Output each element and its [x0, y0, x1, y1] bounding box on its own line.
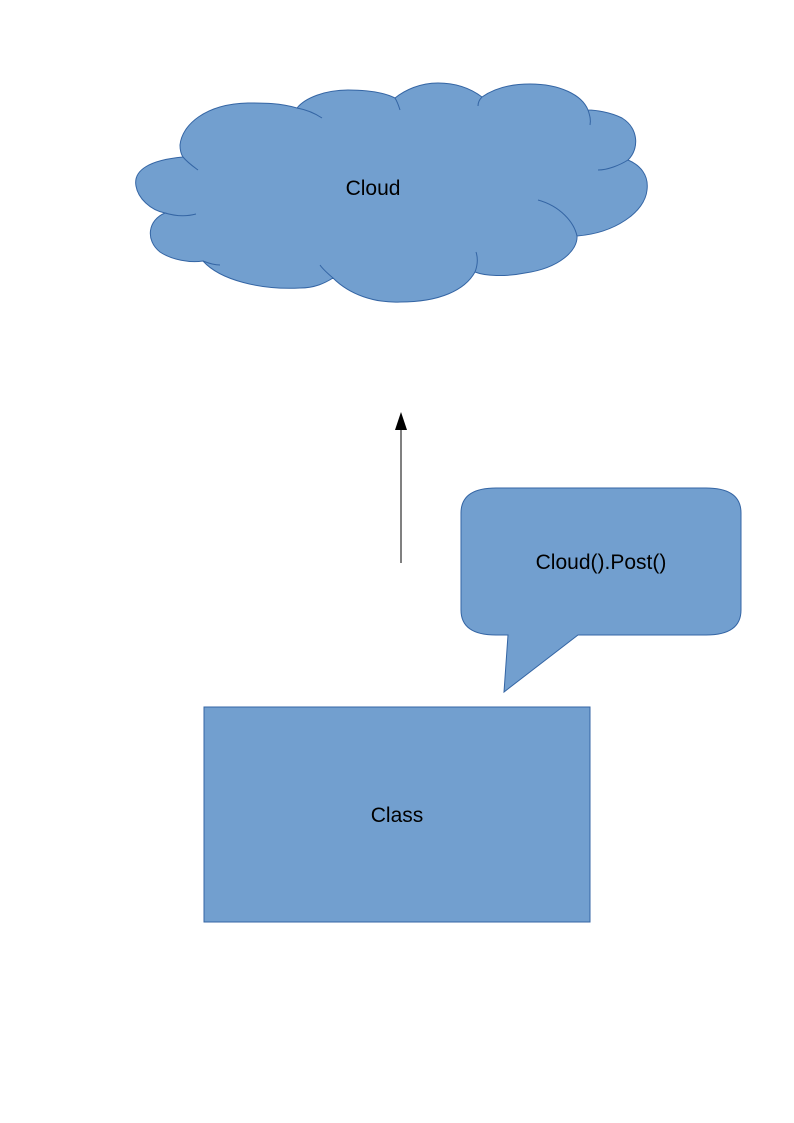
class-box-label: Class [371, 804, 424, 827]
class-box: Class [203, 706, 591, 923]
cloud-label: Cloud [346, 177, 401, 200]
cloud-shape: Cloud [135, 82, 648, 303]
cloud-outline [135, 82, 648, 303]
callout-bubble: Cloud().Post() [460, 487, 742, 694]
callout-label: Cloud().Post() [536, 551, 667, 574]
arrow-head-icon [395, 412, 407, 430]
class-box-rect [203, 706, 591, 923]
callout-outline [460, 487, 742, 694]
upward-arrow [395, 412, 407, 563]
